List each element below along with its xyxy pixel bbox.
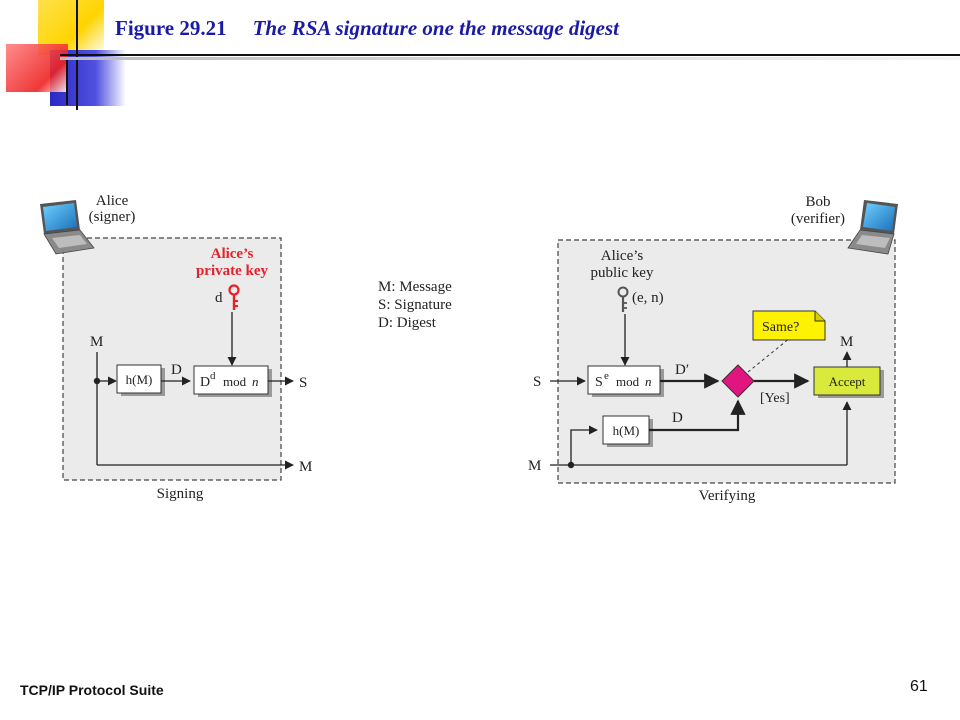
private-key-var: d [215,290,223,306]
verify-box-n: n [645,374,652,389]
yes-label: [Yes] [760,391,790,406]
alice-role: (signer) [89,209,136,225]
figure-number: Figure 29.21 [115,16,227,40]
accept-box: Accept [813,366,884,398]
sign-box: D d mod n [193,365,272,397]
sign-box-mod: mod [223,374,247,389]
hash-box-verifying-label: h(M) [613,423,640,438]
public-key-label-1: Alice’s [601,248,644,264]
page-number: 61 [910,678,928,695]
verifying-input-m: M [528,458,541,474]
sign-box-base: D [200,375,210,390]
deco-vline-2 [66,60,68,105]
public-key-label-2: public key [591,265,654,281]
sign-box-n: n [252,374,259,389]
private-key-label-1: Alice’s [211,246,254,262]
footer-source: TCP/IP Protocol Suite [20,682,164,698]
red-square [6,44,68,92]
same-callout-text: Same? [762,320,799,335]
legend-item-signature: S: Signature [378,297,452,313]
laptop-icon [847,200,898,255]
accept-box-label: Accept [829,374,866,389]
key-icon [617,286,629,312]
title-underline-shade [60,57,960,60]
signing-section-label: Signing [157,486,204,502]
public-key-var: (e, n) [632,290,664,306]
hash-box-signing: h(M) [116,364,165,396]
title-underline [60,54,960,56]
key-icon [228,284,240,310]
compare-diamond [721,364,755,398]
signing-output-s: S [299,375,307,391]
verify-box: S e mod n [587,365,664,397]
hash-box-signing-label: h(M) [126,372,153,387]
signing-digest-label: D [171,362,182,378]
verify-box-exp: e [604,370,609,382]
m-to-hash-verify-arrow [570,425,598,465]
legend-item-digest: D: Digest [378,315,437,331]
signing-panel [62,237,282,481]
verifying-output-m: M [840,334,853,350]
bob-role: (verifier) [791,211,845,227]
verify-box-mod: mod [616,374,640,389]
same-callout: Same? [752,310,826,341]
verifying-section-label: Verifying [699,488,756,504]
digest-to-compare-arrow [649,399,746,432]
sign-box-exp: d [210,370,216,382]
verifying-digest-label: D [672,410,683,426]
alice-name: Alice [96,193,129,209]
slide-title: Figure 29.21 The RSA signature one the me… [115,16,619,41]
verifying-dprime-label: D′ [675,362,689,378]
signing-output-m: M [299,459,312,475]
signing-input-m: M [90,334,103,350]
figure-caption: The RSA signature one the message digest [252,16,619,40]
verifying-input-s: S [533,374,541,390]
laptop-icon [40,200,95,255]
bob-name: Bob [805,194,830,210]
legend: M: Message S: Signature D: Digest [378,279,452,331]
verify-box-base: S [595,375,603,390]
legend-item-message: M: Message [378,279,452,295]
private-key-label-2: private key [196,263,269,279]
hash-box-verifying: h(M) [602,415,653,447]
